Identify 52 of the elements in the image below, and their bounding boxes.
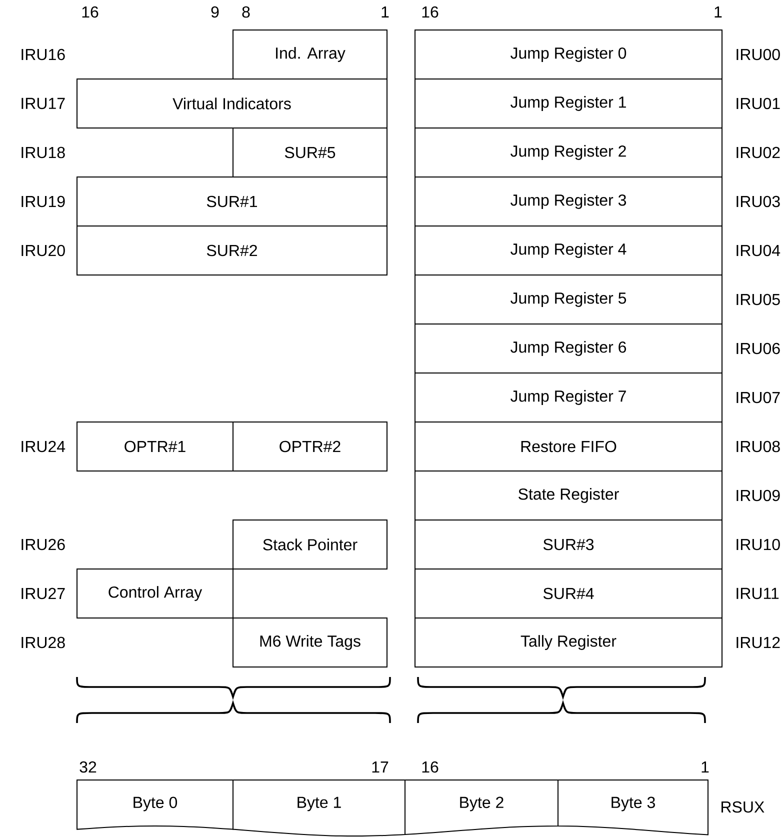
register-address: IRU11 bbox=[736, 588, 779, 600]
register-field: SUR#3 bbox=[414, 520, 722, 570]
register-address: IRU04 bbox=[736, 244, 780, 256]
register-address: IRU05 bbox=[736, 294, 780, 306]
register-address: IRU06 bbox=[736, 342, 780, 354]
register-address: IRU12 bbox=[736, 636, 780, 648]
register-field: Jump Register 5 bbox=[414, 274, 722, 324]
register-field: SUR#5 bbox=[232, 128, 388, 178]
register-field: State Register bbox=[414, 470, 722, 520]
register-address: IRU26 bbox=[22, 538, 65, 550]
register-address: IRU19 bbox=[22, 196, 65, 208]
register-field: SUR#1 bbox=[76, 176, 388, 226]
register-field: Control Array bbox=[76, 568, 234, 618]
register-field: Ind. Array bbox=[232, 30, 388, 80]
register-field: Jump Register 6 bbox=[414, 324, 722, 374]
register-field: Jump Register 3 bbox=[414, 176, 722, 226]
register-address: IRU01 bbox=[736, 98, 780, 110]
register-address: IRU00 bbox=[736, 48, 780, 60]
register-address: IRU10 bbox=[736, 538, 780, 550]
register-address: IRU07 bbox=[736, 392, 780, 404]
register-address: IRU20 bbox=[22, 244, 65, 256]
register-address: IRU08 bbox=[736, 440, 780, 452]
register-field: M6 Write Tags bbox=[232, 618, 388, 668]
bit-number: 17 bbox=[372, 762, 388, 772]
register-field: OPTR#1 bbox=[76, 422, 234, 472]
register-address: IRU09 bbox=[736, 490, 780, 502]
register-field: Tally Register bbox=[414, 618, 722, 668]
register-field: Restore FIFO bbox=[414, 422, 722, 472]
register-address: IRU02 bbox=[736, 146, 780, 158]
register-field: Jump Register 4 bbox=[414, 226, 722, 276]
register-address: IRU16 bbox=[22, 48, 65, 60]
register-field: Stack Pointer bbox=[232, 520, 388, 570]
register-field: Virtual Indicators bbox=[76, 78, 388, 128]
register-field: Jump Register 0 bbox=[414, 30, 722, 80]
register-field: Byte 1 bbox=[232, 780, 406, 837]
register-field: Jump Register 7 bbox=[414, 372, 722, 422]
register-address: IRU28 bbox=[22, 636, 65, 648]
register-field: SUR#4 bbox=[414, 568, 722, 618]
bit-number: 16 bbox=[82, 6, 98, 18]
register-address: IRU03 bbox=[736, 196, 780, 208]
register-field: OPTR#2 bbox=[232, 422, 388, 472]
register-field: Byte 2 bbox=[404, 780, 558, 835]
bit-number: 9 bbox=[211, 6, 219, 18]
register-field: Byte 3 bbox=[558, 780, 708, 836]
bit-number: 16 bbox=[422, 761, 438, 773]
register-field: SUR#2 bbox=[76, 226, 388, 276]
bit-number: 1 bbox=[382, 6, 389, 18]
register-field: Byte 0 bbox=[76, 780, 234, 830]
register-field: Jump Register 2 bbox=[414, 128, 722, 178]
register-field: Jump Register 1 bbox=[414, 78, 722, 128]
bit-number: 16 bbox=[422, 6, 438, 18]
register-address: IRU18 bbox=[22, 146, 65, 158]
